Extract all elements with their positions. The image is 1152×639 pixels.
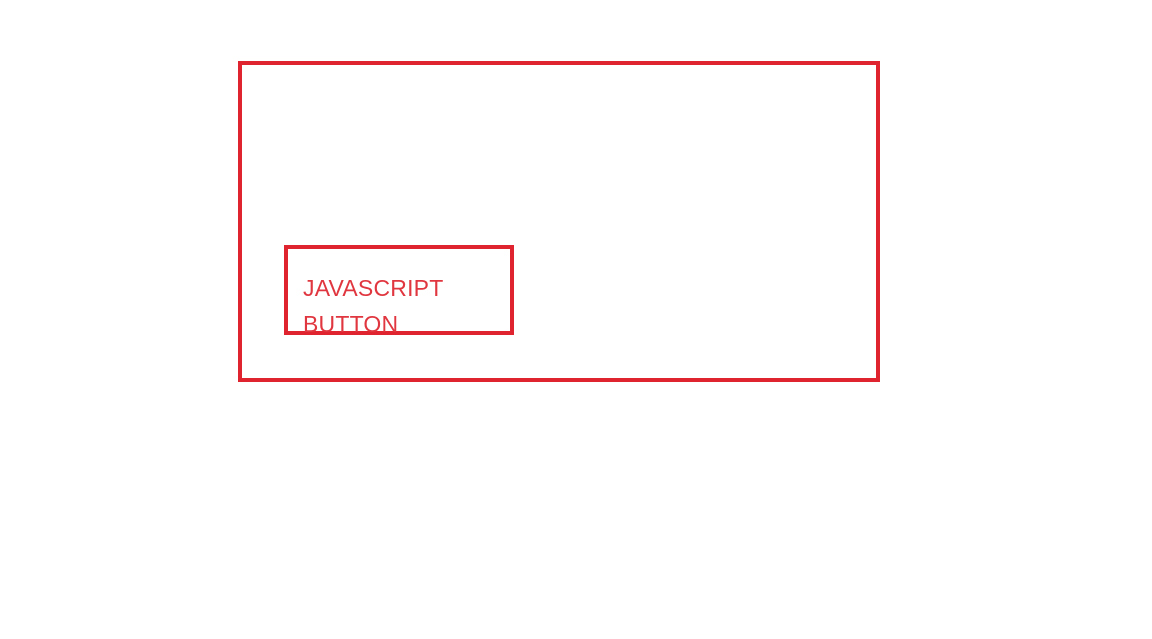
button-label-line-1: JAVASCRIPT	[303, 275, 444, 301]
button-label-line-2: BUTTON	[303, 311, 399, 337]
container-frame	[238, 61, 880, 382]
javascript-button-label: JAVASCRIPT BUTTON	[303, 270, 443, 342]
javascript-button[interactable]: JAVASCRIPT BUTTON	[284, 245, 514, 337]
